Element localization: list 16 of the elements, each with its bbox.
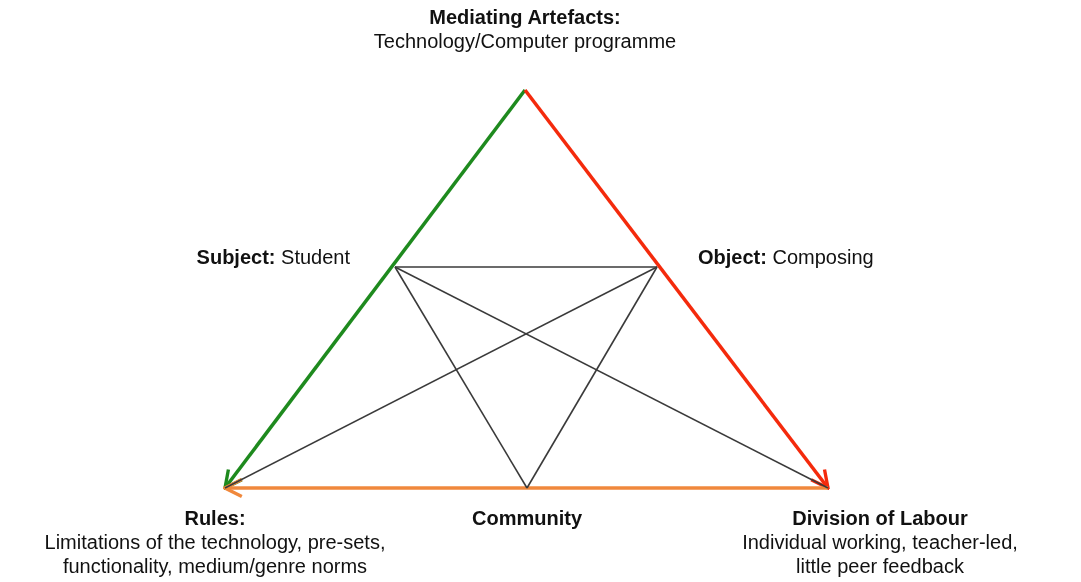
node-description: Limitations of the technology, pre-sets, functionality, medium/genre norms	[43, 530, 387, 578]
connector-line	[394, 266, 528, 489]
node-label: Object: Composing	[698, 245, 875, 269]
connector-line	[394, 266, 829, 489]
node-label: Mediating Artefacts:	[428, 5, 622, 29]
node-label: Community	[471, 506, 583, 530]
node-description: Technology/Computer programme	[372, 29, 678, 53]
arrow	[223, 477, 828, 499]
node-label: Division of Labour	[791, 506, 969, 530]
node-label: Subject: Student	[195, 245, 350, 269]
node-label: Rules:	[183, 506, 247, 530]
connector-line	[394, 266, 658, 268]
arrow	[523, 88, 830, 490]
node-description: Individual working, teacher-led, little peer feedback	[741, 530, 1019, 578]
connector-line	[526, 266, 658, 489]
connector-line	[224, 266, 658, 489]
